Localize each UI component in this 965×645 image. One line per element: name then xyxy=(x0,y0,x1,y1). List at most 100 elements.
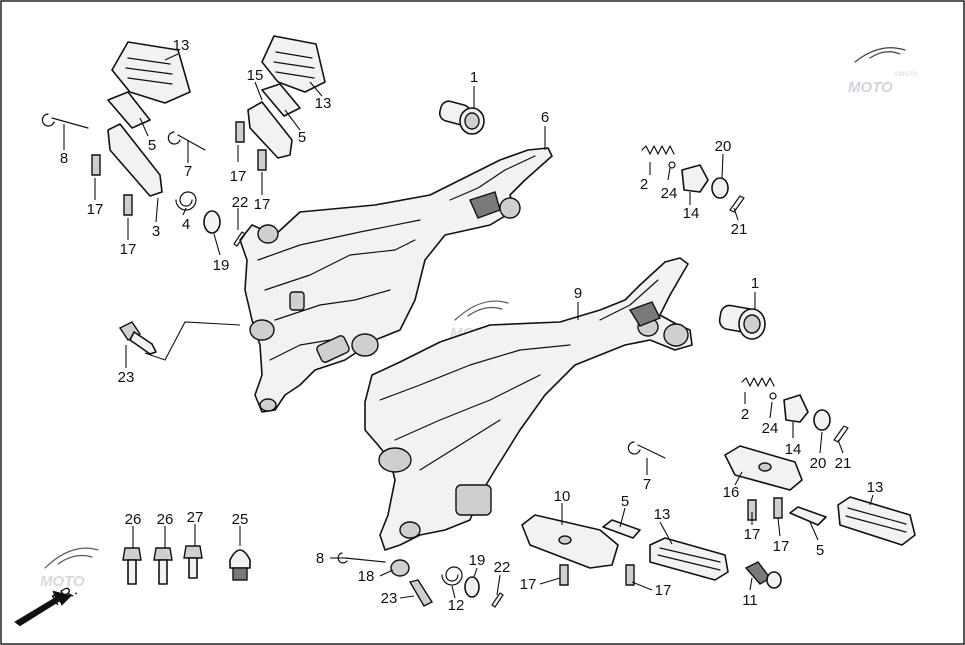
cotter-pin-22-top xyxy=(233,231,246,247)
callout-1: 1 xyxy=(470,69,478,86)
callout-16: 16 xyxy=(723,484,740,501)
cap-nut-25 xyxy=(229,549,251,581)
callout-7: 7 xyxy=(184,163,192,180)
callout-5: 5 xyxy=(621,493,629,510)
bolt-17-f xyxy=(625,564,635,586)
spring-4 xyxy=(175,191,197,211)
callout-labels: 1 6 9 1 13 13 15 5 5 8 7 17 17 3 4 17 17… xyxy=(60,37,884,614)
callout-26: 26 xyxy=(157,511,174,528)
plate-14-top xyxy=(681,164,709,193)
bolt-23-bottom xyxy=(408,579,434,607)
callout-21: 21 xyxy=(835,455,852,472)
bolt-17-c xyxy=(235,121,245,143)
callout-5: 5 xyxy=(298,129,306,146)
callout-20: 20 xyxy=(810,455,827,472)
callout-17: 17 xyxy=(120,241,137,258)
pin-8-top xyxy=(41,113,89,129)
callout-27: 27 xyxy=(187,509,204,526)
callout-26: 26 xyxy=(125,511,142,528)
callout-23: 23 xyxy=(381,590,398,607)
cotter-pin-22-bottom xyxy=(491,592,504,608)
callout-24: 24 xyxy=(661,185,678,202)
callout-12: 12 xyxy=(448,597,465,614)
left-footrest-bracket xyxy=(239,147,553,413)
callout-21: 21 xyxy=(731,221,748,238)
callout-17: 17 xyxy=(87,201,104,218)
washer-20-top xyxy=(711,177,729,199)
bolt-17-g xyxy=(747,499,757,521)
callout-13: 13 xyxy=(315,95,332,112)
callout-17: 17 xyxy=(520,576,537,593)
callout-25: 25 xyxy=(232,511,249,528)
bolt-27 xyxy=(183,545,203,579)
bushing-1-right xyxy=(718,304,766,340)
callout-22: 22 xyxy=(232,194,249,211)
bolt-17-h xyxy=(773,497,783,519)
callout-17: 17 xyxy=(744,526,761,543)
footpeg-holder-15 xyxy=(247,101,293,159)
spring-2-top xyxy=(641,145,676,169)
right-footrest-bracket xyxy=(364,257,693,551)
collar-18 xyxy=(390,559,410,577)
rubber-plate-5-b xyxy=(261,83,301,117)
spring-2-right xyxy=(741,377,777,400)
rubber-plate-5-d xyxy=(789,506,827,526)
callout-7: 7 xyxy=(643,476,651,493)
callout-3: 3 xyxy=(152,223,160,240)
callout-6: 6 xyxy=(541,109,549,126)
callout-19: 19 xyxy=(469,552,486,569)
callout-8: 8 xyxy=(60,150,68,167)
callout-17: 17 xyxy=(655,582,672,599)
washer-20-right xyxy=(813,409,831,431)
rubber-plate-5-a xyxy=(107,91,151,129)
callout-18: 18 xyxy=(358,568,375,585)
callout-24: 24 xyxy=(762,420,779,437)
callout-17: 17 xyxy=(773,538,790,555)
callout-5: 5 xyxy=(816,542,824,559)
svg-text:MOTO: MOTO xyxy=(848,79,893,96)
callout-20: 20 xyxy=(715,138,732,155)
bolt-17-a xyxy=(91,154,101,176)
callout-15: 15 xyxy=(247,67,264,84)
cotter-pin-21-right xyxy=(833,425,849,443)
footpeg-holder-10 xyxy=(521,514,619,569)
bolt-17-e xyxy=(559,564,569,586)
callout-2: 2 xyxy=(640,176,648,193)
callout-14: 14 xyxy=(785,441,802,458)
callout-8: 8 xyxy=(316,550,324,567)
rubber-plate-5-c xyxy=(602,519,641,539)
bolt-26-a xyxy=(122,547,142,585)
callout-5: 5 xyxy=(148,137,156,154)
washer-19-top xyxy=(203,210,221,234)
callout-22: 22 xyxy=(494,559,511,576)
watermark-logo-bottom-left: MOTO xyxy=(40,547,99,590)
bolt-17-d xyxy=(257,149,267,171)
bolt-26-b xyxy=(153,547,173,585)
callout-9: 9 xyxy=(574,285,582,302)
pin-7-right xyxy=(627,441,666,459)
footpeg-rubber-13-b xyxy=(261,35,326,93)
callout-1: 1 xyxy=(751,275,759,292)
callout-19: 19 xyxy=(213,257,230,274)
pivot-bolt-11 xyxy=(744,561,782,589)
footpeg-rubber-13-c xyxy=(649,537,729,581)
callout-14: 14 xyxy=(683,205,700,222)
callout-13: 13 xyxy=(654,506,671,523)
footpeg-rubber-13-d xyxy=(837,496,916,546)
pin-7-top xyxy=(167,131,206,151)
footpeg-holder-3 xyxy=(107,123,163,197)
callout-13: 13 xyxy=(867,479,884,496)
callout-13: 13 xyxy=(173,37,190,54)
callout-23: 23 xyxy=(118,369,135,386)
svg-text:OMOTO: OMOTO xyxy=(895,72,918,78)
callout-2: 2 xyxy=(741,406,749,423)
plate-14-right xyxy=(783,394,809,423)
callout-10: 10 xyxy=(554,488,571,505)
watermark-logo-top-right: MOTO OMOTO xyxy=(848,47,918,96)
bolt-23-left xyxy=(118,321,157,355)
bolt-17-b xyxy=(123,194,133,216)
callout-4: 4 xyxy=(182,216,190,233)
pin-8-bottom xyxy=(337,552,386,564)
spring-12 xyxy=(441,566,463,586)
